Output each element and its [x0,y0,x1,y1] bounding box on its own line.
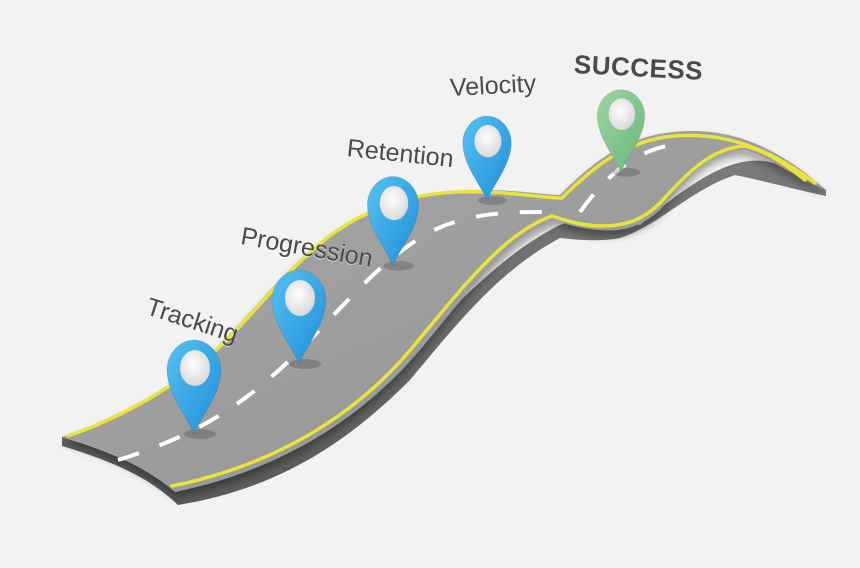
road-side [62,160,826,505]
map-pin-success-icon [596,89,646,177]
road-edge-line-bottom [170,144,807,488]
milestone-label-velocity: Velocity [449,69,537,102]
road-center-line [117,143,673,462]
map-pin-tracking-icon [166,339,222,439]
map-pin-velocity-icon [462,115,512,206]
map-pin-progression-icon [271,269,327,369]
map-pin-retention-icon [366,176,420,271]
